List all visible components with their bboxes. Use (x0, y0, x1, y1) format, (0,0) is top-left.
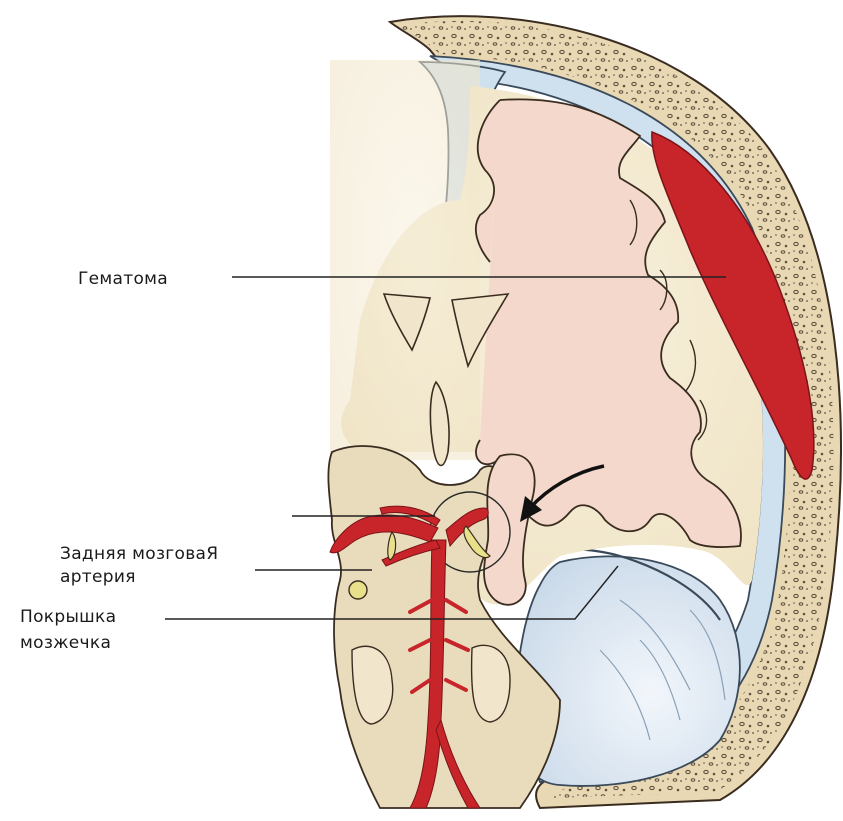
posterior-cerebral-artery-label-line1: Задняя мозговаЯ (60, 543, 218, 565)
hematoma-label: Гематома (78, 268, 168, 290)
nerve-cross-section (349, 581, 367, 599)
brain-medial-area (330, 60, 480, 460)
tentorium-label-line1: Покрышка (20, 606, 116, 628)
posterior-cerebral-artery-label-line2: артерия (60, 566, 136, 588)
tentorium-label-line2: мозжечка (20, 632, 111, 654)
